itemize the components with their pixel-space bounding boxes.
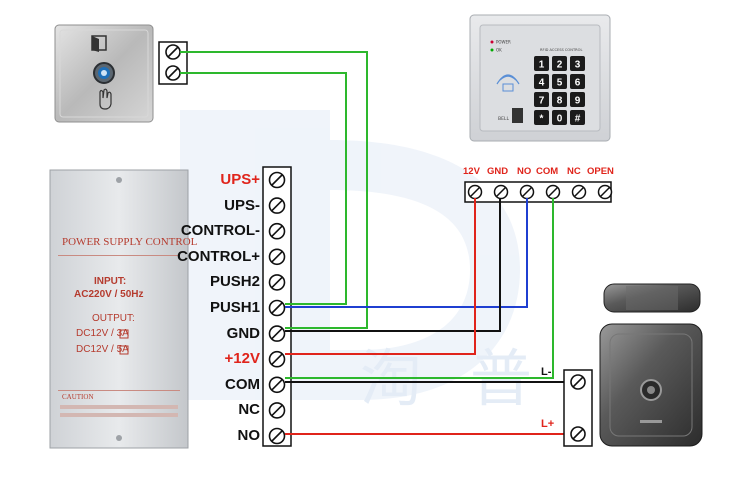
screw xyxy=(545,184,561,200)
screw xyxy=(165,44,181,60)
screw xyxy=(597,184,613,200)
keypad-key: 2 xyxy=(552,56,567,71)
screw xyxy=(165,65,181,81)
exit-button-plate xyxy=(54,24,154,123)
keypad-key: 1 xyxy=(534,56,549,71)
svg-text:1: 1 xyxy=(539,60,545,71)
screw xyxy=(268,376,286,394)
main-terminal-strip xyxy=(262,166,292,447)
svg-text:8: 8 xyxy=(557,96,563,107)
screw xyxy=(268,299,286,317)
keypad-terminal-label: 12V xyxy=(463,166,480,177)
keypad-terminal-label: NO xyxy=(517,166,532,177)
keypad-terminal-label: NC xyxy=(567,166,581,177)
svg-text:2: 2 xyxy=(557,60,563,71)
terminal-label: GND xyxy=(226,324,260,342)
keypad-terminal-label: GND xyxy=(487,166,509,177)
wire-blue-no-push1 xyxy=(285,198,528,308)
rfid-keypad: POWER OK RFID ACCESS CONTROL BELL 1 2 3 4 5 6… xyxy=(469,14,611,142)
keypad-key: 4 xyxy=(534,74,549,89)
svg-text:3: 3 xyxy=(575,60,581,71)
svg-text:7: 7 xyxy=(539,96,545,107)
psu-input-label: INPUT: xyxy=(94,276,127,287)
terminal-label: +12V xyxy=(224,350,260,368)
svg-text:4: 4 xyxy=(539,78,545,89)
psu-title: POWER SUPPLY CONTROL xyxy=(62,236,198,248)
wire-green-exit-gnd xyxy=(180,51,368,329)
psu-output-line1: DC12V / 3A xyxy=(76,328,129,339)
wires xyxy=(180,51,578,435)
keypad-keys: 1 2 3 4 5 6 7 8 9 * 0 # xyxy=(534,56,585,125)
terminal-label: UPS+ xyxy=(220,171,260,188)
screw xyxy=(268,248,286,266)
screw xyxy=(268,222,286,240)
terminal-label: PUSH2 xyxy=(209,273,260,291)
psu-output-label: OUTPUT: xyxy=(92,313,135,324)
ok-led-label: OK xyxy=(496,48,502,53)
power-supply-box xyxy=(49,169,189,449)
screw xyxy=(571,184,587,200)
screw xyxy=(268,402,286,419)
terminal-label: CONTROL- xyxy=(180,222,260,240)
screw xyxy=(519,184,535,200)
terminal-label: UPS- xyxy=(224,196,260,214)
lock-terminal xyxy=(563,369,593,447)
keypad-key: * xyxy=(534,110,549,125)
wire-black-gnd xyxy=(285,198,501,332)
wire-green-exit-push1 xyxy=(180,72,347,305)
keypad-model-label: RFID ACCESS CONTROL xyxy=(540,48,582,52)
keypad-key: 9 xyxy=(570,92,585,107)
screw xyxy=(268,274,286,291)
svg-text:*: * xyxy=(540,114,544,125)
svg-text:#: # xyxy=(575,114,581,125)
svg-text:5: 5 xyxy=(557,78,563,89)
psu-caution: CAUTION xyxy=(62,393,94,401)
wire-green-com xyxy=(285,198,554,379)
psu-output-line2: DC12V / 5A xyxy=(76,344,129,355)
terminal-label: COM xyxy=(225,375,260,393)
terminal-label: NC xyxy=(238,401,260,419)
lock-plus-label: L+ xyxy=(541,418,555,430)
keypad-terminal-label: OPEN xyxy=(587,166,614,177)
screw xyxy=(268,325,286,342)
svg-text:9: 9 xyxy=(575,96,581,107)
screw xyxy=(268,197,286,214)
keypad-key: 5 xyxy=(552,74,567,89)
rfid-wave-icon xyxy=(496,74,520,92)
psu-input-value: AC220V / 50Hz xyxy=(74,289,144,300)
electric-lock xyxy=(599,283,703,447)
keypad-key: # xyxy=(570,110,585,125)
screw xyxy=(570,426,586,442)
keypad-key: 0 xyxy=(552,110,567,125)
exit-button-terminal xyxy=(158,41,188,85)
keypad-key: 6 xyxy=(570,74,585,89)
keypad-key: 8 xyxy=(552,92,567,107)
power-led-label: POWER xyxy=(496,40,511,45)
keypad-key: 7 xyxy=(534,92,549,107)
screw xyxy=(493,184,509,200)
keypad-terminal-block xyxy=(464,181,613,203)
hand-press-icon xyxy=(99,88,112,110)
keypad-terminal-label: COM xyxy=(536,166,559,177)
terminal-label: NO xyxy=(237,427,261,444)
svg-text:0: 0 xyxy=(557,114,563,125)
terminal-label: PUSH1 xyxy=(209,299,260,316)
screw xyxy=(467,184,483,200)
lock-minus-label: L- xyxy=(541,366,552,378)
door-exit-icon xyxy=(91,35,107,52)
wire-red-12v xyxy=(285,198,476,355)
screw xyxy=(570,374,586,390)
bell-label: BELL xyxy=(498,116,509,122)
svg-text:6: 6 xyxy=(575,78,581,89)
screw xyxy=(268,427,286,445)
screw xyxy=(268,171,286,189)
keypad-key: 3 xyxy=(570,56,585,71)
terminal-label: CONTROL+ xyxy=(177,247,260,265)
screw xyxy=(268,350,286,368)
